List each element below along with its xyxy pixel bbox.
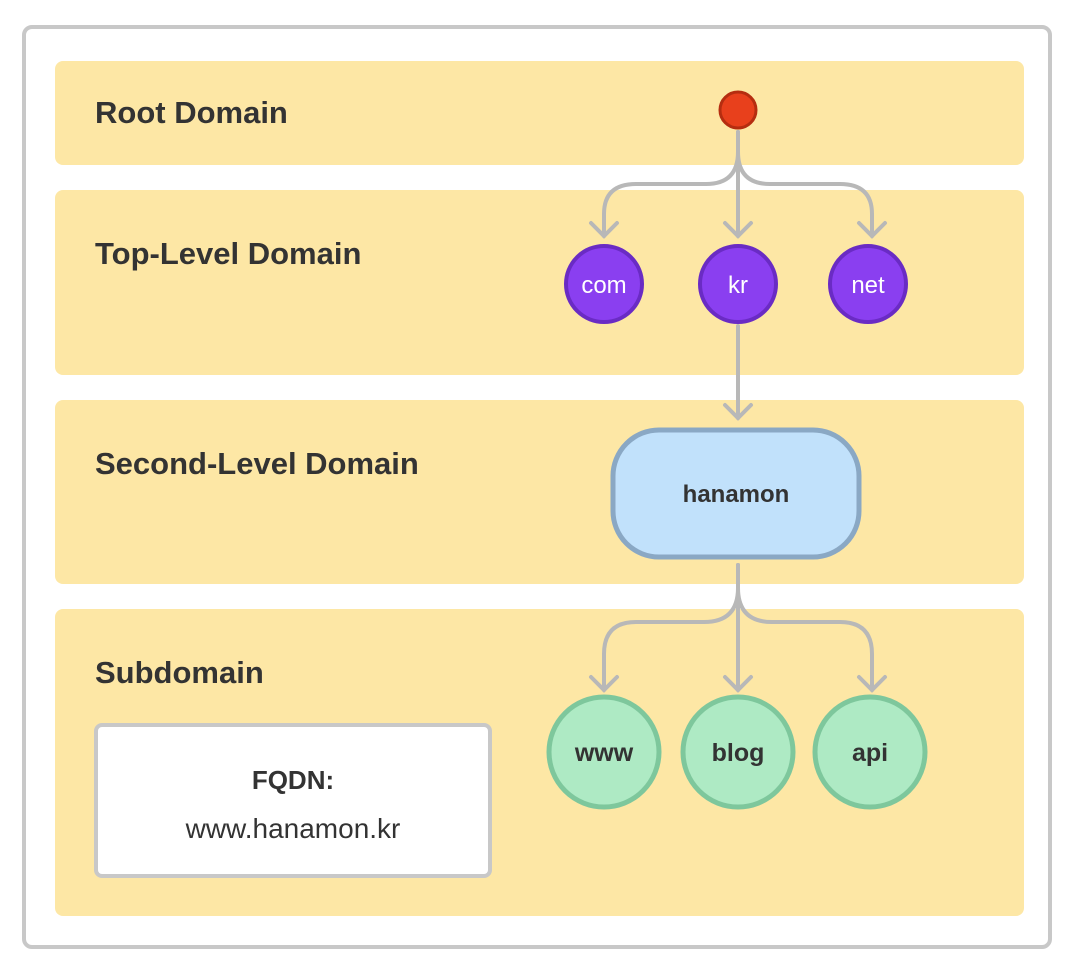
root-node	[718, 90, 758, 130]
sub-label-www: www	[574, 739, 634, 767]
fqdn-box: FQDN: www.hanamon.kr	[94, 723, 492, 878]
arrowhead-com	[589, 221, 619, 239]
arrowhead-kr	[723, 221, 753, 239]
fqdn-title: FQDN:	[251, 765, 335, 795]
arrowhead-blog	[723, 675, 753, 693]
label-second-level-domain: Second-Level Domain	[95, 446, 419, 481]
tld-label-net: net	[851, 272, 885, 299]
tld-node-net: net	[828, 244, 908, 324]
sub-label-blog: blog	[712, 739, 765, 767]
connector-root-com	[602, 130, 740, 238]
tld-node-com: com	[564, 244, 644, 324]
arrowhead-net	[857, 221, 887, 239]
arrowhead-api	[857, 675, 887, 693]
connector-sld-api	[736, 563, 874, 692]
sld-label: hanamon	[683, 481, 790, 508]
sld-node-hanamon: hanamon	[610, 427, 862, 560]
label-subdomain: Subdomain	[95, 655, 264, 690]
arrowhead-www	[589, 675, 619, 693]
connector-kr-to-sld	[723, 324, 753, 421]
tld-label-com: com	[581, 272, 626, 299]
sub-node-api: api	[812, 694, 928, 810]
connector-root-net	[736, 130, 874, 238]
sub-label-api: api	[852, 739, 888, 767]
connectors-root-to-tld	[589, 130, 887, 239]
tld-label-kr: kr	[728, 272, 748, 299]
sub-node-blog: blog	[680, 694, 796, 810]
connector-sld-www	[602, 563, 740, 692]
tld-node-kr: kr	[698, 244, 778, 324]
connectors-sld-to-sub	[589, 563, 887, 693]
band-root-domain: Root Domain	[55, 61, 1024, 165]
fqdn-value: www.hanamon.kr	[185, 813, 401, 844]
band-second-level-domain: Second-Level Domain	[55, 400, 1024, 584]
label-top-level-domain: Top-Level Domain	[95, 236, 362, 271]
label-root-domain: Root Domain	[95, 95, 288, 130]
sub-node-www: www	[546, 694, 662, 810]
